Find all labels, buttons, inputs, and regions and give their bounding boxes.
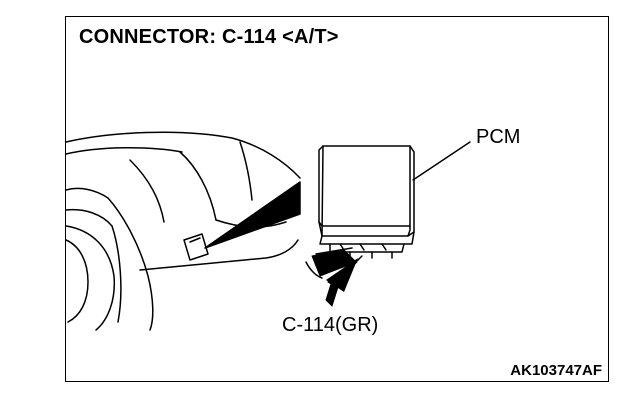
callout-wedge (204, 181, 301, 249)
page-title: CONNECTOR: C-114 <A/T> (79, 26, 339, 48)
pcm-module-shape (318, 145, 415, 259)
pcm-leader-line (412, 141, 471, 181)
dash-connector-icon (183, 233, 209, 261)
diagram-frame (65, 16, 609, 382)
connector-label: C-114(GR) (282, 314, 379, 336)
dashboard-outline (65, 131, 301, 331)
pcm-label: PCM (476, 126, 521, 148)
connector-arrow-head (326, 258, 358, 292)
reference-code: AK103747AF (510, 362, 602, 379)
